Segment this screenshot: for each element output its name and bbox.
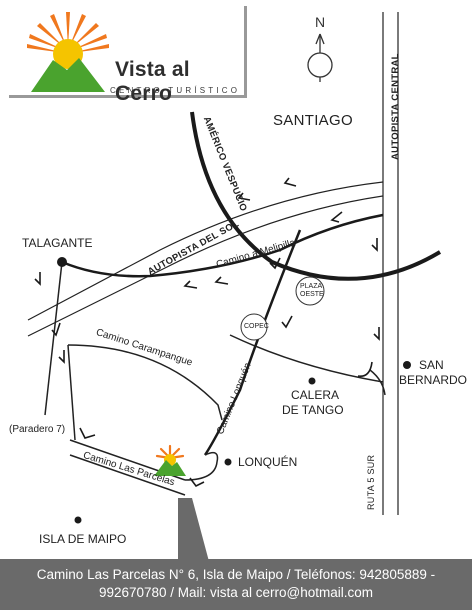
- arrow-talagante-2: [51, 322, 61, 337]
- santiago-label: SANTIAGO: [273, 112, 353, 129]
- autopista-del-sol-top: [27, 181, 384, 321]
- san-bernardo-label-1: SAN: [419, 358, 444, 372]
- destination-logo-icon: [154, 444, 186, 476]
- sun-mountain-icon: [27, 12, 109, 92]
- arrow-melipilla-1: [214, 276, 229, 285]
- calera-road: [229, 334, 384, 383]
- footer-contact-line: 992670780 / Mail: vista al cerro@hotmail…: [98, 585, 374, 600]
- autopista-del-sol-bottom: [27, 195, 384, 337]
- parcelas-end-cap: [184, 451, 219, 481]
- lonquen-dot: [224, 458, 232, 466]
- camino-carampangue-road: [67, 344, 223, 421]
- san-bernardo-label-2: BERNARDO: [399, 373, 468, 387]
- arrow-parcelas: [189, 477, 205, 488]
- plaza-oeste-label-1: PLAZA: [300, 283, 323, 290]
- carampangue-link: [67, 344, 76, 441]
- arrow-lonquen-2: [281, 315, 293, 329]
- talagante-label: TALAGANTE: [22, 236, 93, 250]
- copec-label: COPEC: [244, 323, 269, 330]
- arrow-talagante-1: [34, 272, 41, 286]
- autopista-central-label: AUTOPISTA CENTRAL: [390, 53, 401, 160]
- arrow-vespucio: [330, 211, 343, 223]
- talagante-dot: [57, 257, 67, 267]
- arrow-sol-2: [237, 192, 251, 201]
- arrow-paradero: [79, 427, 96, 439]
- compass-icon: [307, 33, 333, 82]
- copec-marker: [240, 313, 268, 341]
- arrow-curve-sanbernardo: [357, 361, 373, 378]
- arrow-carampangue: [58, 350, 65, 364]
- footer-address-line: Camino Las Parcelas N° 6, Isla de Maipo …: [36, 567, 436, 582]
- brand-logo: Vista al Cerro CENTRO TURÍSTICO: [9, 6, 247, 105]
- lonquen-label: LONQUÉN: [238, 455, 298, 469]
- camino-las-parcelas-road-2: [69, 454, 186, 496]
- compass-north-label: N: [315, 14, 326, 30]
- ruta-5-sur-label: RUTA 5 SUR: [366, 454, 376, 510]
- americo-vespucio-ring: [190, 111, 442, 281]
- plaza-oeste-label-2: OESTE: [300, 291, 324, 298]
- camino-lonquen-road: [203, 229, 302, 456]
- arrow-central-1: [371, 238, 378, 252]
- talagante-south-road: [44, 261, 63, 416]
- arrow-sol-1: [283, 177, 297, 187]
- arrow-lonquen-1: [269, 257, 281, 270]
- paradero-label: (Paradero 7): [9, 424, 66, 435]
- calera-label-1: CALERA: [291, 388, 340, 402]
- plaza-oeste-marker: [295, 276, 325, 306]
- brand-tagline: CENTRO TURÍSTICO: [110, 86, 241, 95]
- arrow-central-2: [373, 327, 380, 341]
- camino-melipilla-road: [61, 213, 384, 278]
- san-bernardo-link: [369, 369, 386, 396]
- direction-arrows: [34, 177, 380, 488]
- brand-name: Vista al Cerro: [115, 58, 190, 105]
- calera-dot: [308, 377, 316, 385]
- arrow-melipilla-2: [183, 280, 198, 289]
- isla-de-maipo-label: ISLA DE MAIPO: [39, 532, 127, 546]
- contact-footer: Camino Las Parcelas N° 6, Isla de Maipo …: [0, 559, 472, 610]
- san-bernardo-dot: [403, 361, 411, 369]
- calera-label-2: DE TANGO: [282, 403, 344, 417]
- isla-de-maipo-dot: [74, 516, 82, 524]
